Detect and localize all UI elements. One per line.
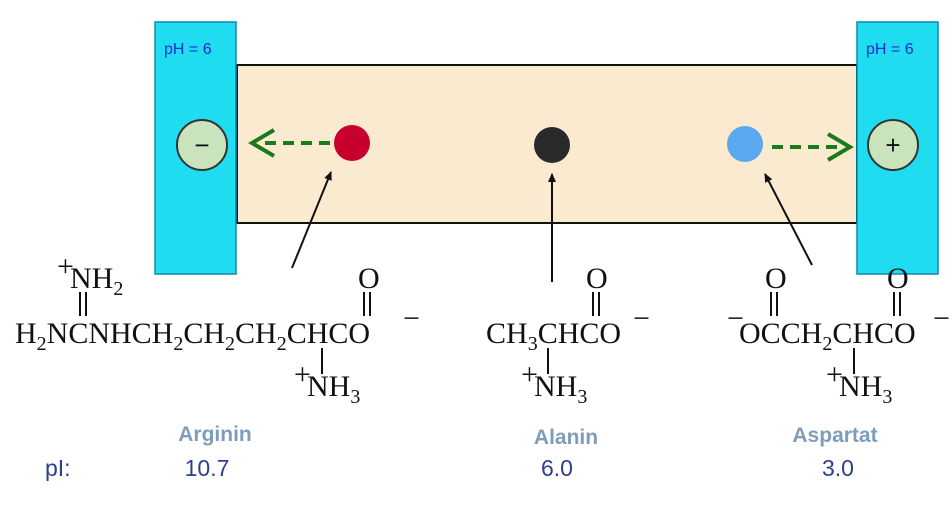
arginine-migration-arrow: [248, 128, 330, 158]
svg-text:−: −: [633, 302, 650, 335]
alanine-structure: O CH3CHCO − + NH3: [486, 262, 650, 408]
minus-sign: −: [194, 130, 209, 160]
svg-text:O: O: [887, 262, 909, 295]
aspartate-pi-value: 3.0: [822, 455, 854, 481]
arginine-structure: + NH2 H2NCNHCH2CH2CH2CHCO − O + NH3: [15, 250, 420, 408]
svg-text:NH3: NH3: [307, 370, 360, 408]
cathode-ph-label: pH = 6: [164, 41, 212, 58]
cathode-sign-circle: [176, 119, 228, 171]
alanine-name: Alanin: [534, 426, 598, 449]
svg-text:NH3: NH3: [534, 370, 587, 408]
svg-text:O: O: [358, 262, 380, 295]
svg-text:+: +: [826, 358, 843, 391]
aspartate-pointer-arrow: [764, 173, 813, 266]
svg-text:O: O: [765, 262, 787, 295]
alanine-pi-value: 6.0: [541, 455, 573, 481]
svg-text:OCCH2CHCO: OCCH2CHCO: [739, 317, 916, 355]
anode-ph-label: pH = 6: [866, 41, 914, 58]
svg-text:+: +: [294, 358, 311, 391]
aspartate-structure: O O − OCCH2CHCO − + NH3: [727, 262, 950, 408]
aspartate-migration-arrow: [772, 132, 854, 162]
alanine-dot: [534, 127, 570, 163]
svg-text:−: −: [727, 302, 744, 335]
arginine-name: Arginin: [178, 423, 252, 446]
arginine-pi-value: 10.7: [185, 455, 230, 481]
svg-text:+: +: [57, 250, 74, 283]
svg-text:CH3CHCO: CH3CHCO: [486, 317, 621, 355]
pi-label: pI:: [45, 455, 71, 481]
arginine-guanidino-nh2: NH2: [70, 262, 123, 300]
svg-text:+: +: [521, 358, 538, 391]
svg-text:−: −: [933, 302, 950, 335]
arginine-main-chain: H2NCNHCH2CH2CH2CHCO: [15, 317, 370, 355]
anode-sign-circle: [867, 119, 919, 171]
plus-sign: +: [885, 130, 900, 160]
aspartate-name: Aspartat: [792, 424, 877, 447]
arginine-pointer-arrow: [291, 171, 332, 269]
aspartate-dot: [727, 126, 763, 162]
arginine-dot: [334, 125, 370, 161]
svg-text:NH3: NH3: [839, 370, 892, 408]
svg-text:−: −: [403, 302, 420, 335]
svg-text:O: O: [586, 262, 608, 295]
